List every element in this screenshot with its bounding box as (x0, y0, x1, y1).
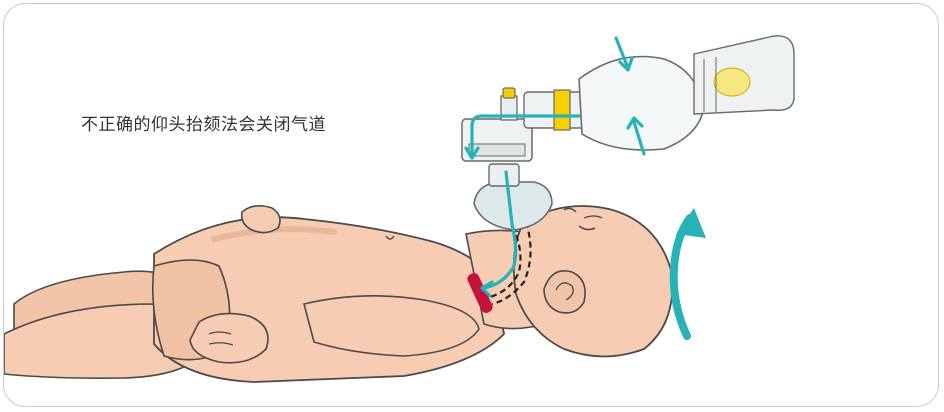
reservoir-yellow (714, 68, 750, 96)
yellow-valve-ring (554, 90, 570, 130)
infant-hand (190, 314, 268, 363)
illustration-panel: 不正确的仰头抬颏法会关闭气道 (3, 3, 939, 407)
infant-ear (544, 271, 585, 313)
infant-ventilation-illustration (4, 4, 939, 407)
valve-cap (503, 88, 515, 98)
head-tilt-arrow-icon (674, 208, 706, 336)
ventilation-bag (579, 57, 704, 151)
mask-connector (489, 164, 519, 186)
infant-figure (4, 206, 672, 382)
